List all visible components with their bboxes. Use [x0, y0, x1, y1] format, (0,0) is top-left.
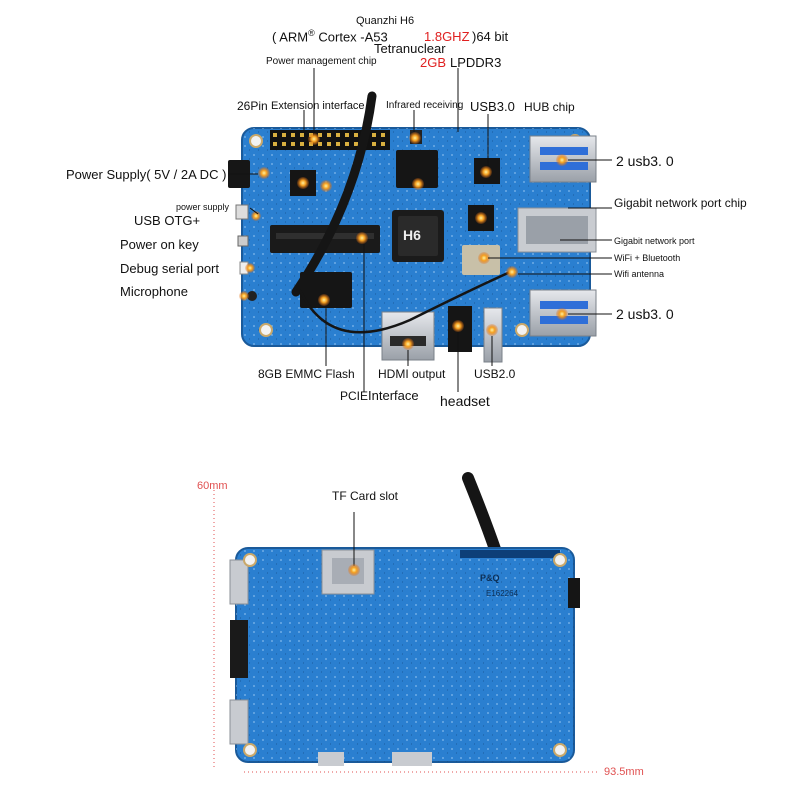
pcb-marking-2: E162264 — [486, 589, 519, 598]
bottom-usb-left-bottom — [229, 699, 249, 745]
tf-slot-label: TF Card slot — [332, 489, 399, 503]
bottom-usb-left-top — [229, 559, 249, 605]
mount-hole — [515, 323, 529, 337]
soc-arch-prefix: ( ARM — [272, 29, 309, 45]
mount-hole — [249, 134, 263, 148]
mount-hole — [259, 323, 273, 337]
microphone-part — [247, 291, 257, 301]
wifi-antenna — [291, 91, 377, 297]
wifi-bt-label: WiFi + Bluetooth — [614, 253, 681, 263]
callout-dots — [239, 132, 568, 350]
height-dimension-label: 60mm — [197, 480, 228, 492]
soc-bits: )64 bit — [472, 29, 509, 44]
microphone-label: Microphone — [120, 284, 188, 299]
top-board — [228, 68, 612, 392]
registered-mark: ® — [308, 28, 315, 38]
gigabit-port-label: Gigabit network port — [614, 236, 695, 246]
soc-cores: Tetranuclear — [374, 41, 446, 56]
soc-frequency: 1.8GHZ — [424, 29, 470, 44]
width-dimension-label: 93.5mm — [604, 766, 644, 778]
bottom-hdmi — [392, 752, 432, 766]
pin-header-label: 26Pin — [237, 99, 268, 113]
bottom-micro-usb — [318, 752, 344, 766]
soc-chip-marking: H6 — [403, 227, 421, 243]
hdmi-label: HDMI output — [378, 367, 446, 381]
ram-type-label: LPDDR3 — [450, 55, 502, 70]
usb3-label: USB3.0 — [470, 99, 515, 114]
wifi-antenna-label: Wifi antenna — [614, 269, 665, 279]
hub-chip-label: HUB chip — [524, 100, 575, 114]
emmc-label: 8GB EMMC Flash — [258, 367, 355, 381]
headset-label: headset — [440, 393, 490, 409]
bottom-dc-jack — [568, 578, 580, 608]
pmic-label: Power management chip — [266, 56, 377, 67]
pcie-label-b: Interface — [368, 388, 419, 403]
gigabit-chip-label: Gigabit network port chip — [614, 196, 747, 210]
usb-otg-label: USB OTG+ — [134, 213, 201, 228]
power-supply-small-label: power supply — [176, 202, 230, 212]
usb2-label: USB2.0 — [474, 367, 516, 381]
infrared-label: Infrared receiving — [386, 100, 464, 111]
leader-lines — [228, 68, 612, 392]
bottom-antenna — [462, 472, 502, 558]
bottom-header-pins — [460, 550, 560, 558]
power-button — [237, 235, 249, 247]
pcie-label: PCIEInterface — [340, 389, 419, 402]
ram-chip — [396, 150, 438, 188]
debug-serial-label: Debug serial port — [120, 261, 219, 276]
pcb-marking-1: P&Q — [480, 573, 500, 583]
pin-header-26 — [270, 130, 390, 150]
bottom-pcb-texture — [236, 548, 574, 762]
power-key-label: Power on key — [120, 237, 199, 252]
bottom-board — [213, 472, 598, 773]
soc-core: Cortex -A53 — [318, 29, 388, 45]
antenna-cable — [298, 270, 511, 334]
usb3-bottom-label: 2 usb3. 0 — [616, 306, 674, 322]
micro-usb-otg — [235, 204, 249, 220]
soc-name: Quanzhi H6 — [356, 15, 415, 27]
emmc-chip — [300, 272, 352, 308]
bottom-ethernet — [230, 620, 248, 678]
extension-label: Extension interface — [271, 100, 365, 112]
soc-arch: ( ARM® Cortex -A53 — [272, 28, 388, 45]
power-supply-label: Power Supply( 5V / 2A DC ) — [66, 167, 227, 182]
ram-size-label: 2GB — [420, 55, 447, 70]
pcie-label-a: PCIE — [340, 389, 369, 403]
usb3-top-label: 2 usb3. 0 — [616, 153, 674, 169]
